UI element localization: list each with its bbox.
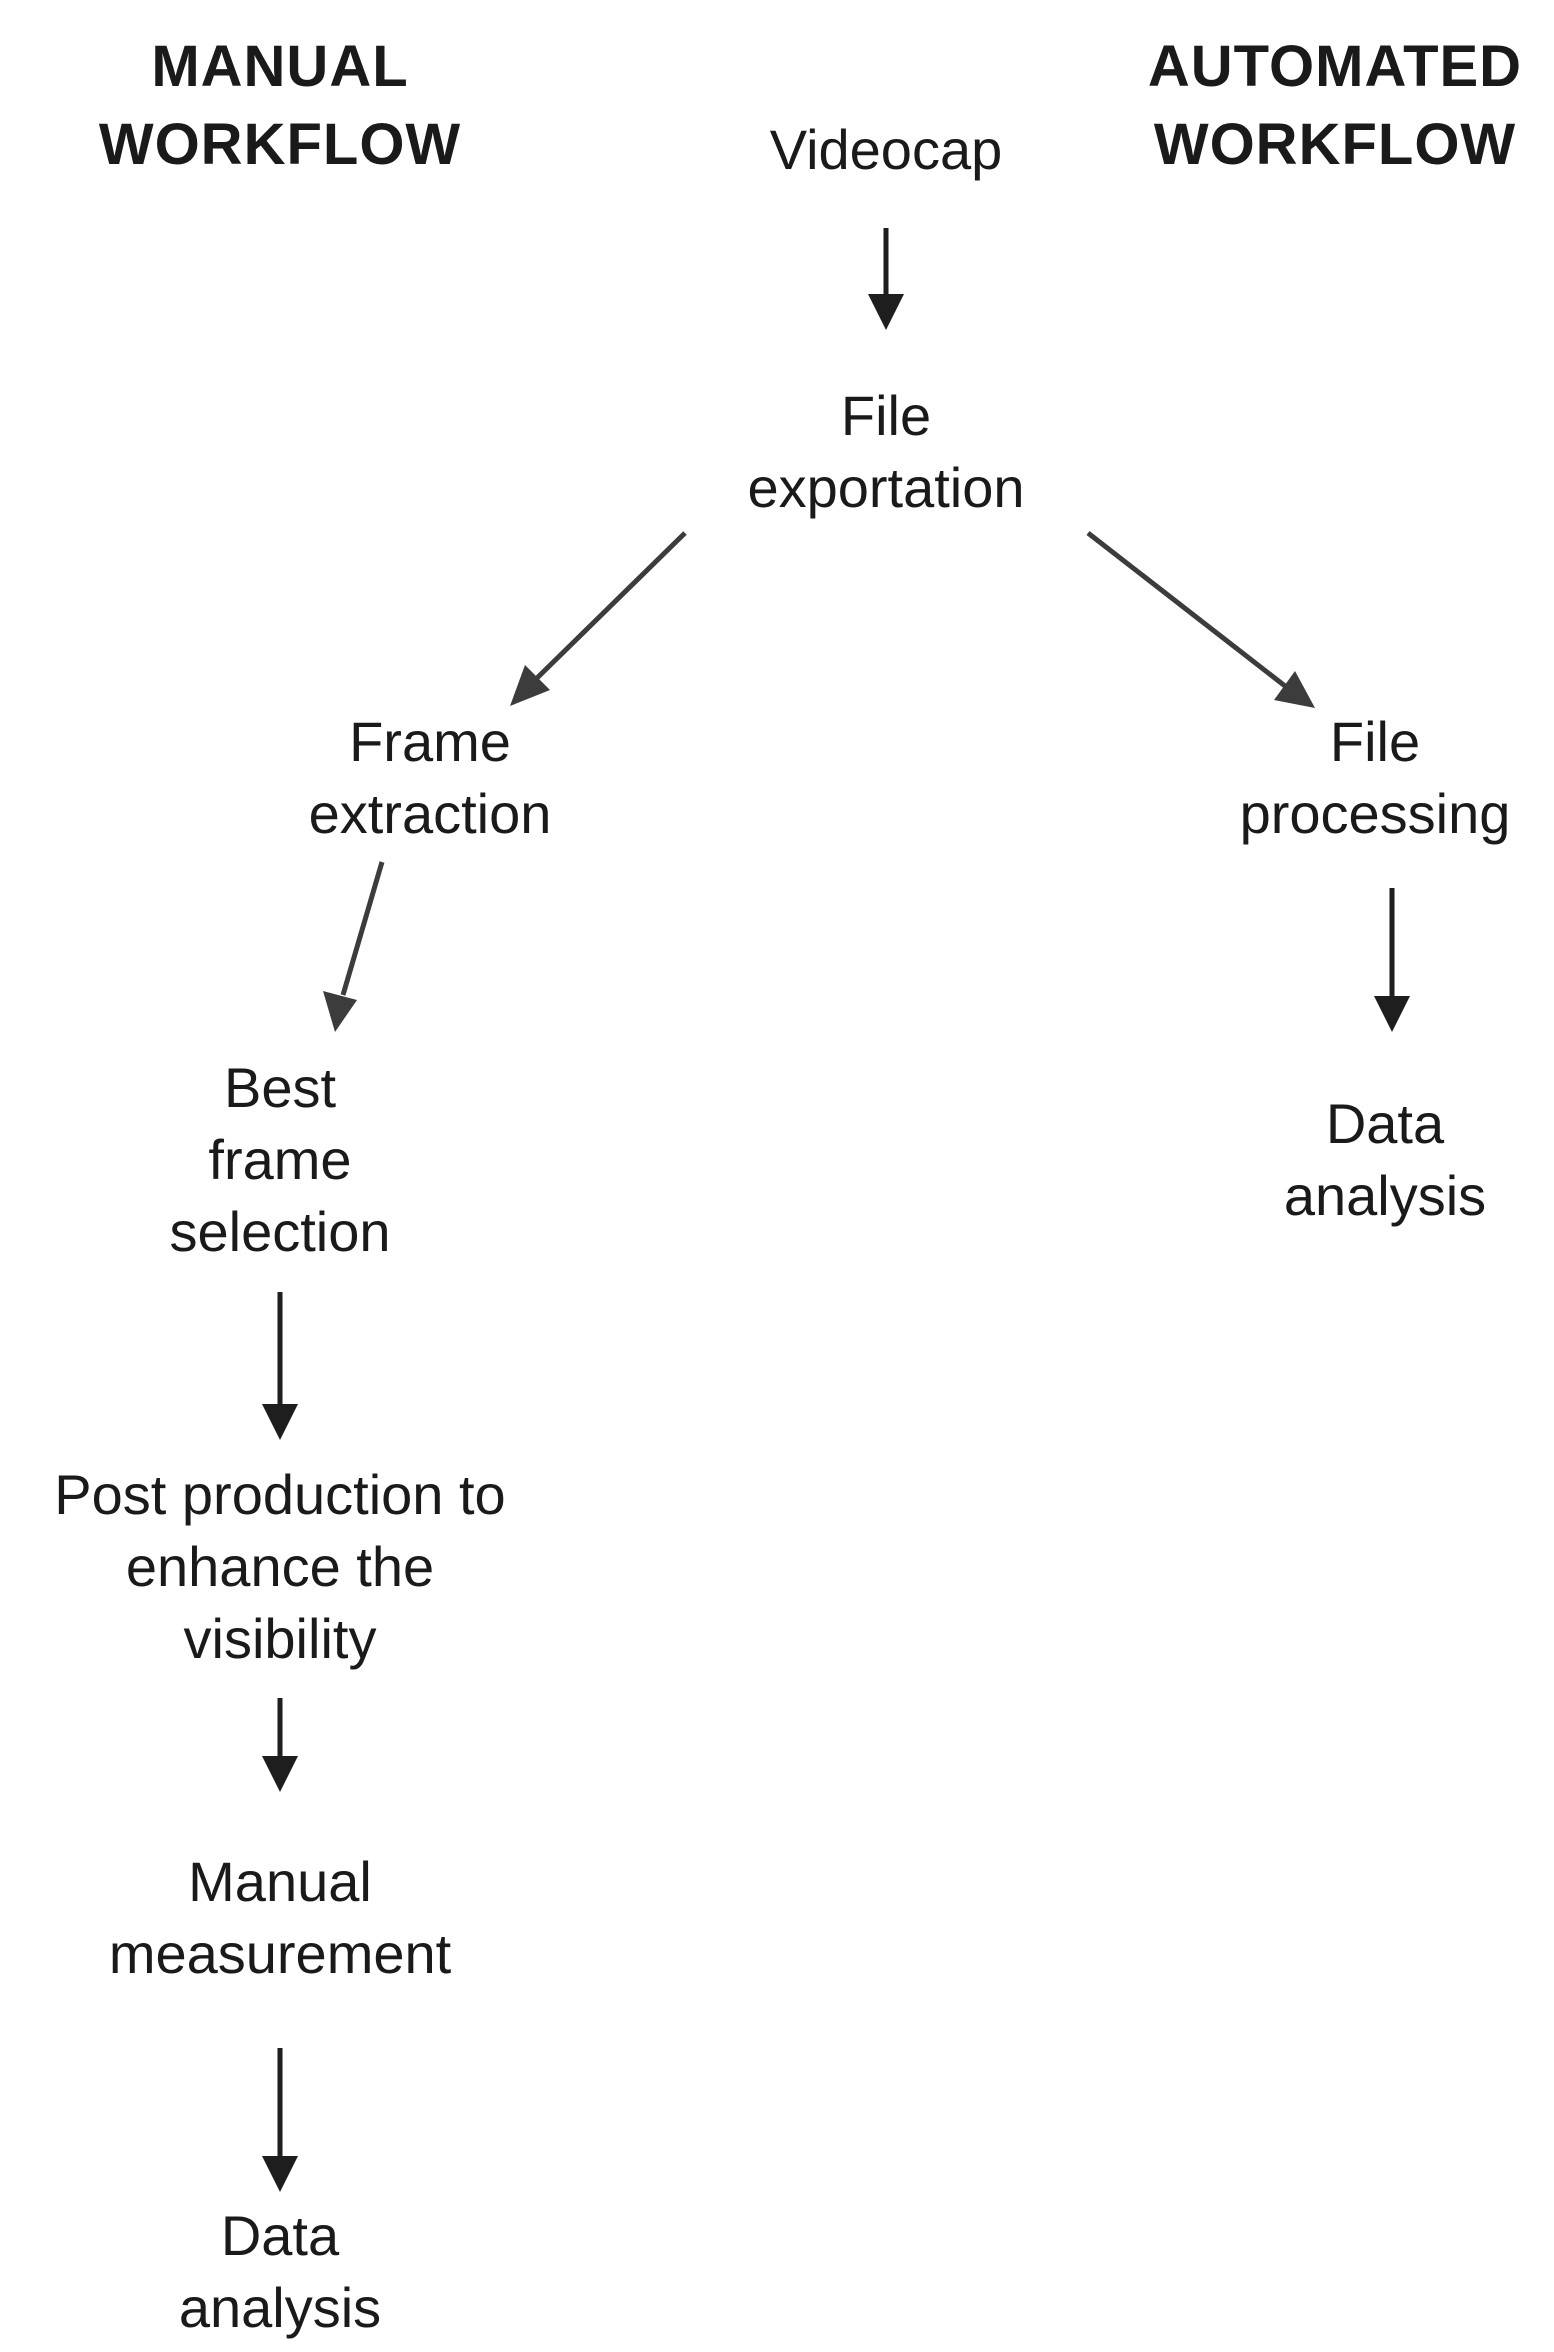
node-frame-extraction: Frame extraction (230, 706, 630, 850)
node-best-frame-selection: Best frame selection (130, 1052, 430, 1268)
node-text-line: exportation (747, 456, 1025, 519)
arrow-file-exportation-to-file-processing (1086, 531, 1315, 708)
node-text-line: File (1329, 710, 1421, 773)
node-text-line: analysis (178, 2276, 382, 2339)
node-text-line: measurement (108, 1922, 452, 1985)
arrow-frame-extraction-to-best-frame-selection (323, 861, 385, 1032)
node-text-line: enhance the (125, 1535, 435, 1598)
arrow-manual-measurement-to-data-analysis (262, 2048, 298, 2192)
node-manual-data-analysis: Data analysis (130, 2200, 430, 2344)
automated-heading-line: WORKFLOW (1153, 112, 1517, 177)
manual-heading-line: WORKFLOW (98, 112, 462, 177)
automated-heading-line: AUTOMATED (1147, 34, 1523, 99)
manual-heading-line: MANUAL (151, 34, 409, 99)
arrow-post-production-to-manual-measurement (262, 1698, 298, 1792)
arrow-file-processing-to-data-analysis (1374, 888, 1410, 1032)
node-text-line: Videocap (769, 118, 1003, 181)
node-automated-data-analysis: Data analysis (1235, 1088, 1535, 1232)
node-text-line: frame (208, 1128, 352, 1191)
automated-workflow-heading: AUTOMATED WORKFLOW (1125, 28, 1545, 184)
node-manual-measurement: Manual measurement (80, 1846, 480, 1990)
arrow-videocap-to-file-exportation (868, 228, 904, 330)
node-text-line: visibility (183, 1607, 377, 1670)
node-text-line: extraction (308, 782, 552, 845)
node-post-production: Post production to enhance the visibilit… (10, 1459, 550, 1675)
node-videocap: Videocap (686, 114, 1086, 186)
node-text-line: Frame (349, 710, 511, 773)
node-text-line: Manual (188, 1850, 372, 1913)
node-file-exportation: File exportation (686, 380, 1086, 524)
node-text-line: Data (220, 2204, 340, 2267)
node-text-line: Best (223, 1056, 337, 1119)
arrow-best-frame-selection-to-post-production (262, 1292, 298, 1440)
node-file-processing: File processing (1205, 706, 1545, 850)
node-text-line: selection (169, 1200, 391, 1263)
node-text-line: Data (1325, 1092, 1445, 1155)
node-text-line: File (840, 384, 932, 447)
node-text-line: processing (1239, 782, 1511, 845)
node-text-line: Post production to (54, 1463, 506, 1526)
arrow-file-exportation-to-frame-extraction (510, 531, 687, 706)
node-text-line: analysis (1283, 1164, 1487, 1227)
manual-workflow-heading: MANUAL WORKFLOW (75, 28, 485, 184)
